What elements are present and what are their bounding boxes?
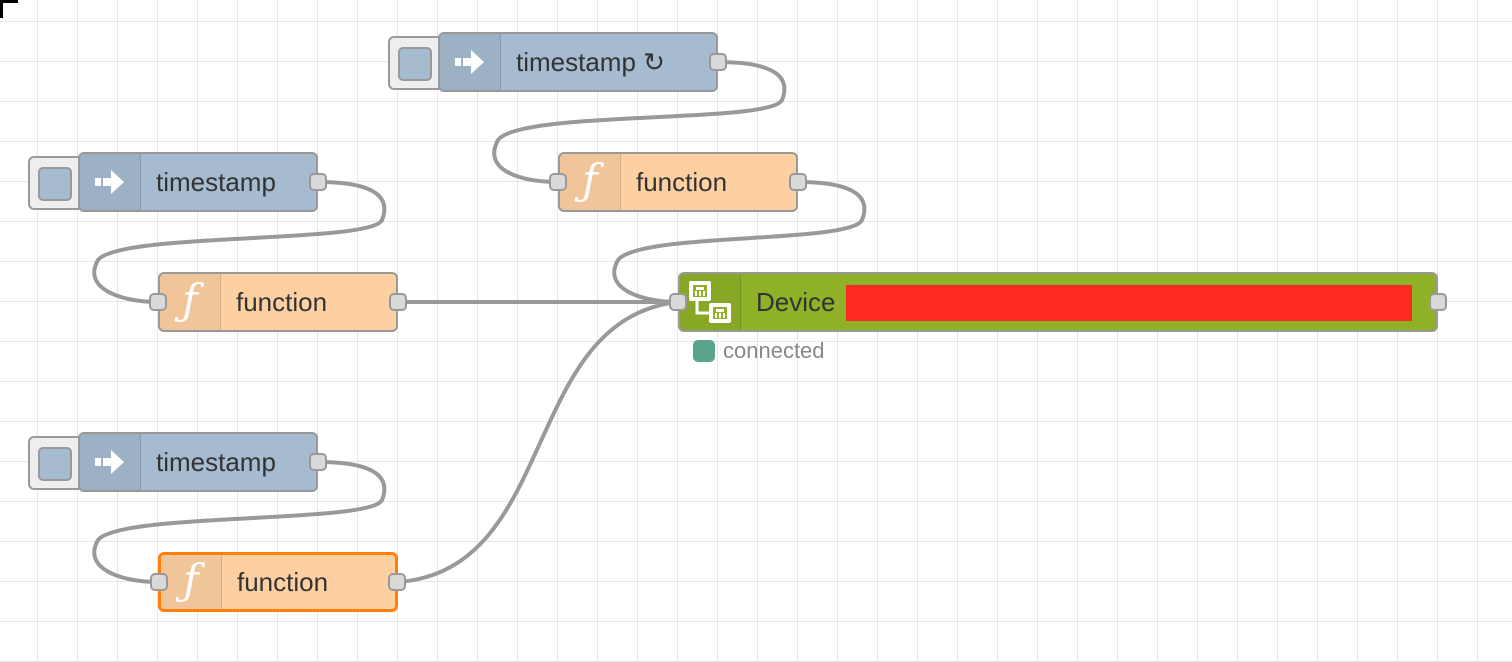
output-port[interactable] <box>309 453 327 471</box>
output-port[interactable] <box>388 573 406 591</box>
arrow-in-icon <box>440 34 501 90</box>
inject-node-timestamp[interactable]: timestamp <box>78 152 327 212</box>
function-icon: ƒ <box>160 274 221 330</box>
status-dot-icon <box>693 340 715 362</box>
inject-trigger-inner[interactable] <box>38 447 72 481</box>
arrow-in-icon <box>80 434 141 490</box>
input-port[interactable] <box>149 293 167 311</box>
inject-trigger-inner[interactable] <box>38 167 72 201</box>
node-label: function <box>636 167 728 197</box>
inject-node-timestamp[interactable]: timestamp <box>78 432 327 492</box>
wire-function-bottom-to-device <box>397 300 679 584</box>
input-port[interactable] <box>549 173 567 191</box>
function-node[interactable]: ƒ function <box>549 152 807 212</box>
function-node-selected[interactable]: ƒ function <box>150 552 406 612</box>
input-port[interactable] <box>669 293 687 311</box>
input-port[interactable] <box>150 573 168 591</box>
arrow-in-icon <box>80 154 141 210</box>
output-port[interactable] <box>309 173 327 191</box>
output-port[interactable] <box>389 293 407 311</box>
canvas-corner-marker <box>0 0 18 18</box>
function-node[interactable]: ƒ function <box>149 272 407 332</box>
node-label: timestamp <box>156 167 276 197</box>
network-icon <box>680 274 741 330</box>
output-port[interactable] <box>1429 293 1447 311</box>
output-port[interactable] <box>709 53 727 71</box>
function-icon: ƒ <box>161 555 222 609</box>
status-text: connected <box>723 338 825 363</box>
redacted-label-bar <box>846 285 1412 321</box>
function-icon: ƒ <box>560 154 621 210</box>
inject-node-timestamp-repeat[interactable]: timestamp ↻ <box>438 32 727 92</box>
inject-trigger-inner[interactable] <box>398 47 432 81</box>
node-label: timestamp ↻ <box>516 47 665 77</box>
device-node[interactable]: Device <box>669 272 1447 332</box>
node-label: Device <box>756 287 836 317</box>
device-status: connected <box>693 338 825 364</box>
node-label: function <box>236 287 328 317</box>
node-label: function <box>237 567 329 597</box>
output-port[interactable] <box>789 173 807 191</box>
node-label: timestamp <box>156 447 276 477</box>
